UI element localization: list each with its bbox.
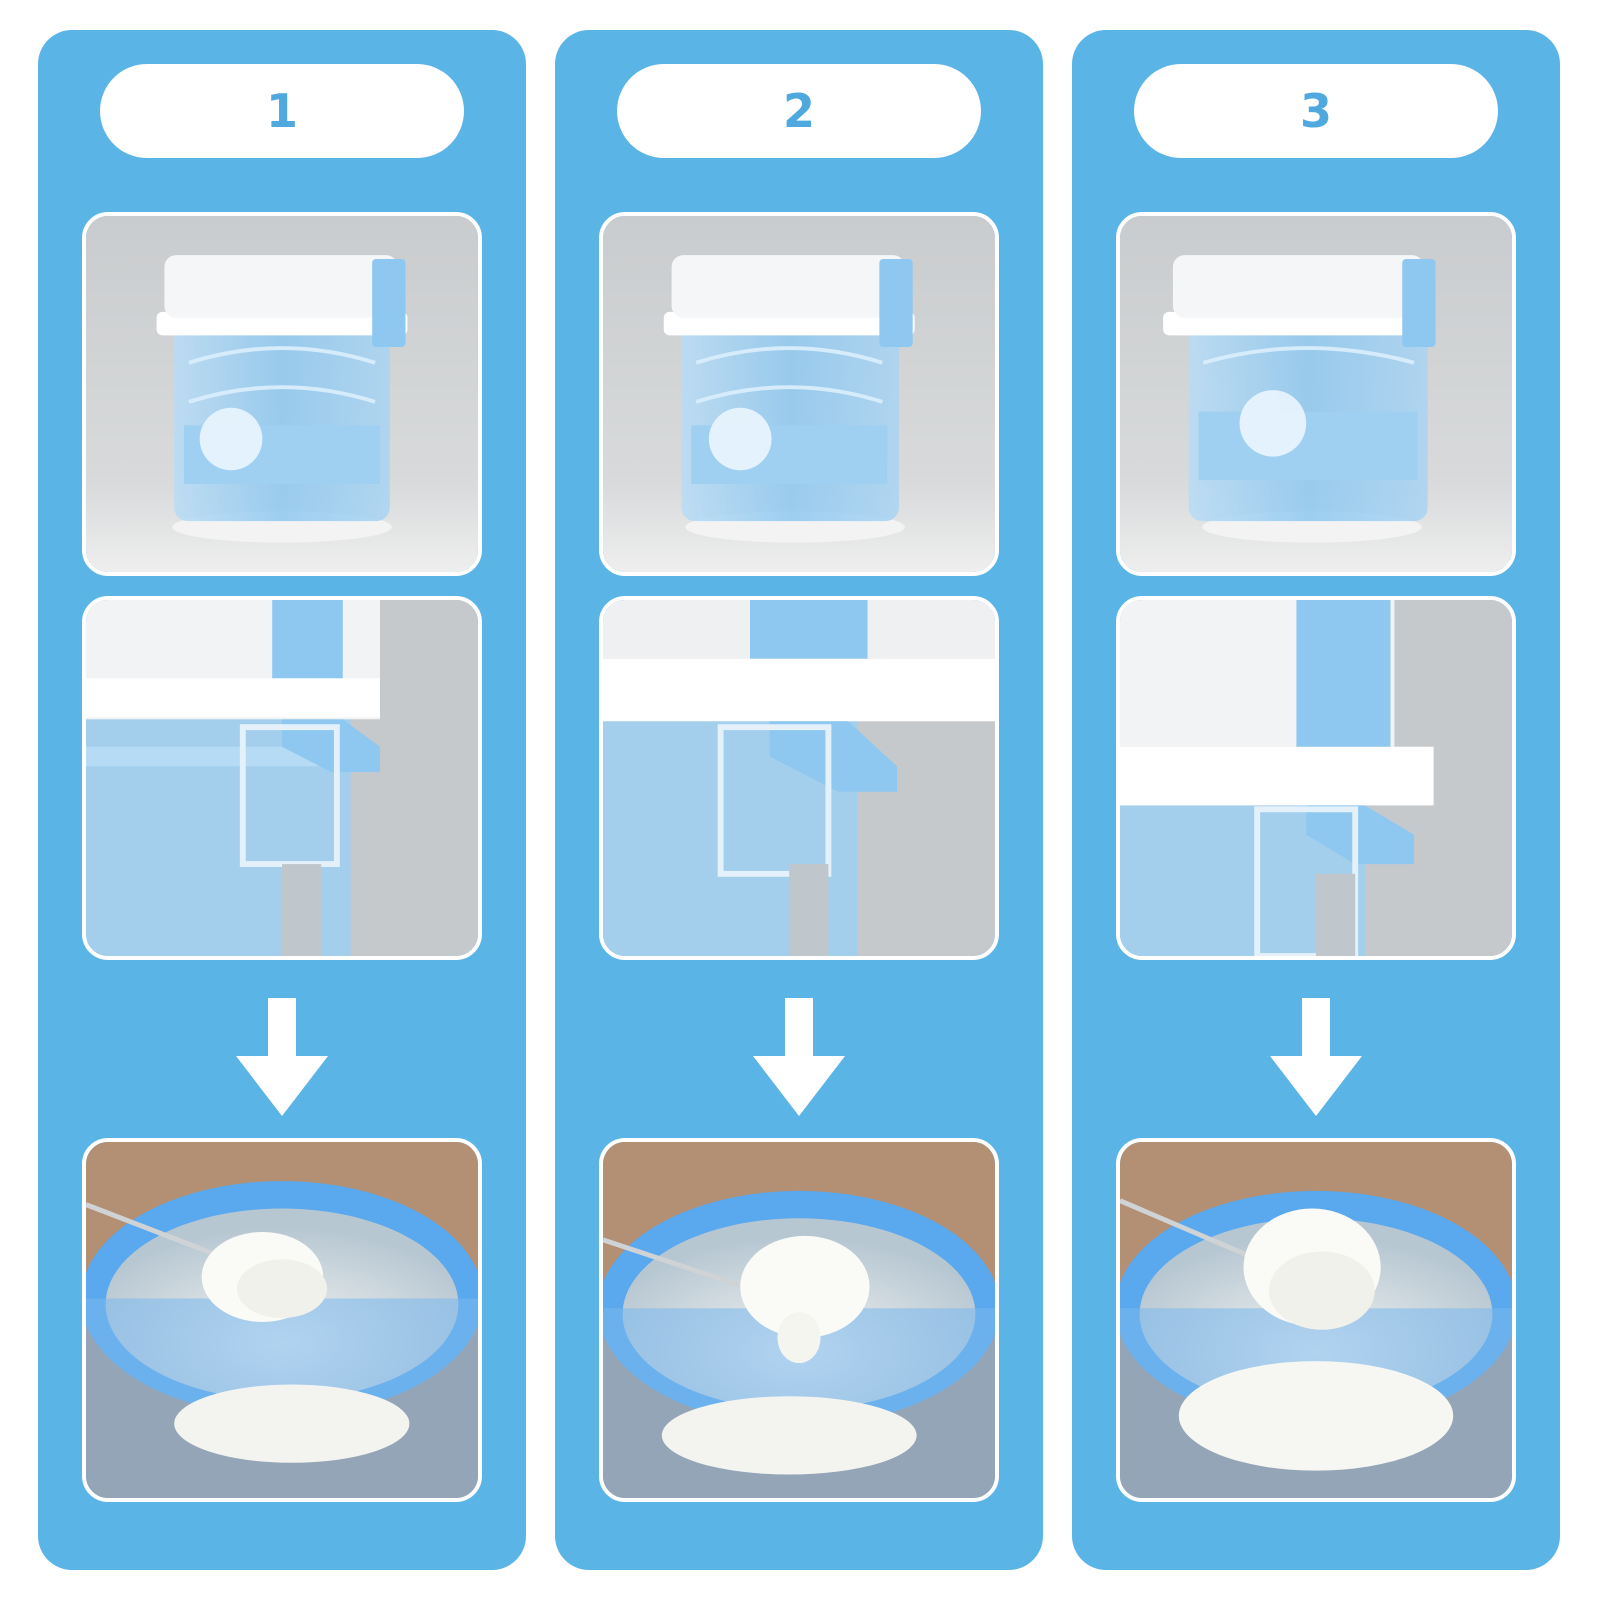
arrow-down-icon [753, 998, 845, 1116]
container-closed-photo [82, 212, 482, 576]
lock-lowered-closeup-photo [1116, 596, 1516, 960]
step-number: 2 [782, 84, 815, 138]
step-number-badge: 2 [617, 64, 981, 158]
step-panel-1: 1 [38, 30, 526, 1570]
strained-yogurt-photo [1116, 1138, 1516, 1502]
arrow-down-icon [1270, 998, 1362, 1116]
step-panel-2: 2 [555, 30, 1043, 1570]
container-closed-photo [1116, 212, 1516, 576]
strained-yogurt-photo [82, 1138, 482, 1502]
step-number: 3 [1299, 84, 1332, 138]
arrow-down-icon [236, 998, 328, 1116]
lock-raised-closeup-photo [82, 596, 482, 960]
step-number-badge: 1 [100, 64, 464, 158]
step-panel-3: 3 [1072, 30, 1560, 1570]
strained-yogurt-photo [599, 1138, 999, 1502]
step-number: 1 [265, 84, 298, 138]
container-closed-photo [599, 212, 999, 576]
step-number-badge: 3 [1134, 64, 1498, 158]
lock-middle-closeup-photo [599, 596, 999, 960]
